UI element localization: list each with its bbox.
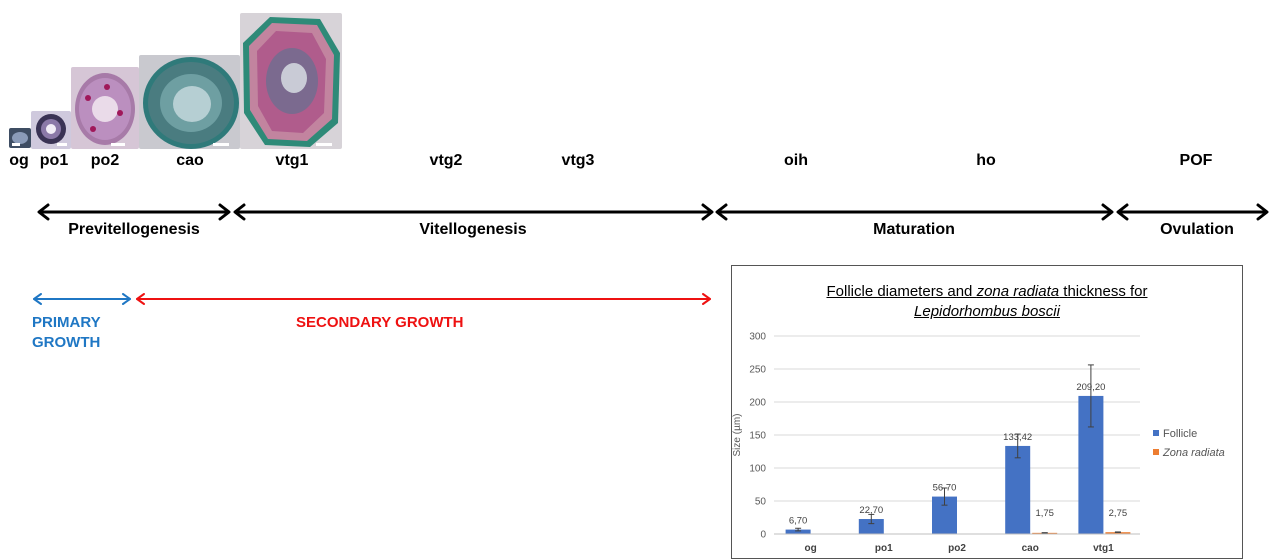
chart-panel: Follicle diameters and zona radiata thic… <box>731 265 1243 559</box>
stage-label-ho: ho <box>976 152 996 169</box>
y-tick-label: 100 <box>749 464 766 475</box>
primary-growth-label: PRIMARY GROWTH <box>32 313 101 353</box>
oocyte-image-po2 <box>71 67 139 149</box>
oocyte-image-vtg1 <box>240 13 342 149</box>
legend-label-zona-radiata: Zona radiata <box>1163 447 1225 459</box>
stage-label-og: og <box>9 152 29 169</box>
data-label: 22,70 <box>859 505 883 516</box>
phase-label-maturation: Maturation <box>873 221 955 238</box>
stage-label-po2: po2 <box>90 152 120 169</box>
y-axis-label: Size (µm) <box>732 414 743 457</box>
bar-follicle <box>858 519 884 534</box>
y-tick-label: 150 <box>749 431 766 442</box>
phase-arrows <box>37 203 1269 221</box>
data-label: 2,75 <box>1109 508 1128 519</box>
bar-follicle <box>1005 445 1031 534</box>
chart-subtitle: Lepidorhombus boscii <box>732 302 1242 321</box>
stage-label-vtg2: vtg2 <box>429 152 463 169</box>
phase-label-previtellogenesis: Previtellogenesis <box>68 221 200 238</box>
chart-species-name: Lepidorhombus boscii <box>914 303 1060 320</box>
stage-label-cao: cao <box>176 152 204 169</box>
data-label: 133,42 <box>1003 432 1032 443</box>
primary-growth-label-line2: GROWTH <box>32 334 101 351</box>
chart-title-part1: Follicle diameters and <box>826 283 977 300</box>
oocyte-image-og <box>9 128 31 148</box>
chart-title: Follicle diameters and zona radiata thic… <box>732 282 1242 301</box>
y-tick-label: 200 <box>749 398 766 409</box>
x-tick-label: po1 <box>875 543 893 554</box>
data-label: 209,20 <box>1076 382 1105 393</box>
legend-item-zona-radiata: Zona radiata <box>1153 447 1225 459</box>
chart-title-italic: zona radiata <box>976 283 1060 300</box>
chart-title-part3: thickness for <box>1059 283 1148 300</box>
x-tick-label: og <box>804 543 816 554</box>
y-tick-label: 50 <box>755 497 767 508</box>
legend-swatch-follicle <box>1153 430 1159 436</box>
growth-arrows <box>33 293 711 305</box>
y-tick-label: 0 <box>760 530 766 541</box>
y-tick-label: 300 <box>749 332 766 343</box>
stage-label-po1: po1 <box>39 152 69 169</box>
bar-follicle <box>785 529 811 534</box>
legend-item-follicle: Follicle <box>1153 428 1197 440</box>
data-label: 56,70 <box>933 483 957 494</box>
legend-swatch-zona-radiata <box>1153 449 1159 455</box>
secondary-growth-label: SECONDARY GROWTH <box>296 314 464 331</box>
phase-label-ovulation: Ovulation <box>1160 221 1234 238</box>
y-tick-label: 250 <box>749 365 766 376</box>
x-tick-label: vtg1 <box>1093 543 1114 554</box>
x-tick-label: cao <box>1022 543 1039 554</box>
legend-label-follicle: Follicle <box>1163 428 1198 440</box>
oocyte-image-cao <box>139 55 240 149</box>
stage-label-pof: POF <box>1179 152 1213 169</box>
primary-growth-label-line1: PRIMARY <box>32 314 101 331</box>
data-label: 6,70 <box>789 516 808 527</box>
data-label: 1,75 <box>1035 508 1054 519</box>
phase-label-vitellogenesis: Vitellogenesis <box>419 221 527 238</box>
x-tick-label: po2 <box>948 543 966 554</box>
stage-label-vtg1: vtg1 <box>275 152 309 169</box>
stage-label-vtg3: vtg3 <box>561 152 595 169</box>
oocyte-image-po1 <box>31 111 71 149</box>
bar-zona-radiata <box>1105 532 1131 534</box>
stage-label-oih: oih <box>784 152 808 169</box>
